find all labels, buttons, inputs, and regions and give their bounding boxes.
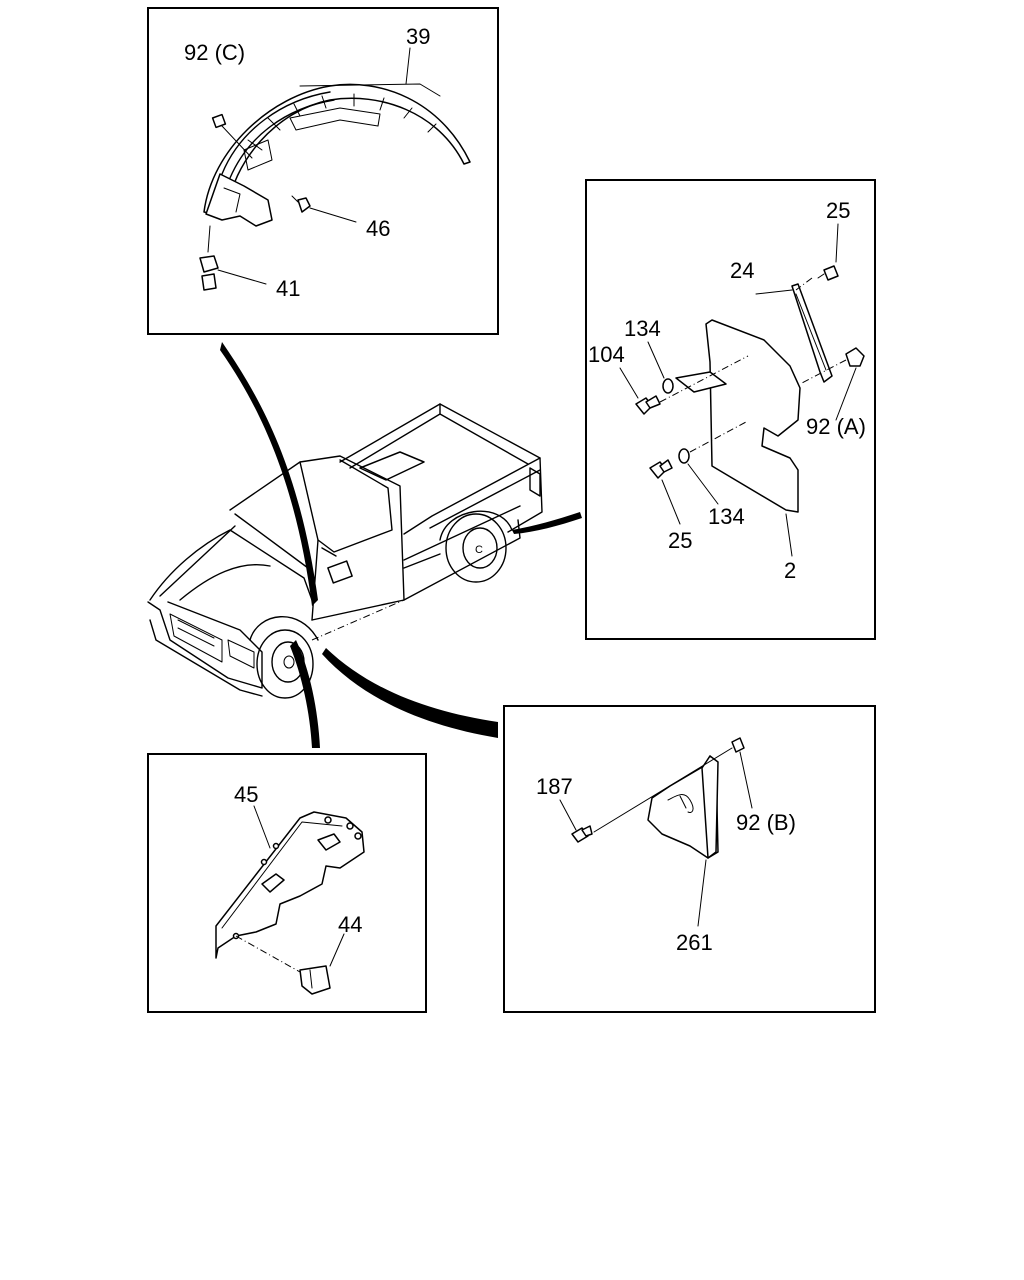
- label-2: 2: [784, 558, 796, 583]
- label-24: 24: [730, 258, 754, 283]
- panel-top-left: 92 (C) 39 46 41: [147, 7, 499, 335]
- label-25-lower: 25: [668, 528, 692, 553]
- washer-134-lower: [678, 448, 690, 464]
- bolt-25-lower: [649, 421, 747, 525]
- label-39: 39: [406, 24, 430, 49]
- clip-92b: [731, 737, 753, 809]
- label-261: 261: [676, 930, 713, 955]
- splash-shield-45: [215, 805, 365, 959]
- clip-41: [199, 225, 267, 291]
- svg-text:C: C: [475, 544, 483, 556]
- inner-fender-liner-39: [203, 83, 471, 227]
- screw-46: [291, 195, 357, 223]
- mud-flap-2: [675, 319, 801, 513]
- callout-arcs: [220, 342, 582, 748]
- bolt-25-top: [817, 223, 839, 281]
- label-92b: 92 (B): [736, 810, 796, 835]
- bolt-187: [559, 747, 733, 843]
- label-25-top: 25: [826, 198, 850, 223]
- label-45: 45: [234, 782, 258, 807]
- label-187: 187: [536, 774, 573, 799]
- panel-bottom-left: 45 44: [147, 753, 427, 1013]
- arc-to-bottom-left: [290, 640, 320, 748]
- label-104: 104: [588, 342, 625, 367]
- mud-guard-261: [647, 755, 719, 859]
- bracket-24: [791, 277, 833, 383]
- label-92a: 92 (A): [806, 414, 866, 439]
- washer-134-upper: [662, 378, 674, 394]
- label-92c: 92 (C): [184, 40, 245, 65]
- nut-92a: [799, 347, 865, 421]
- panel-bottom-right: 187 92 (B) 261: [503, 705, 876, 1013]
- bolt-104: [619, 341, 749, 415]
- pickup-truck-illustration: C: [147, 403, 543, 699]
- label-44: 44: [338, 912, 362, 937]
- label-46: 46: [366, 216, 390, 241]
- clip-44: [235, 933, 345, 995]
- label-41: 41: [276, 276, 300, 301]
- label-134-lower: 134: [708, 504, 745, 529]
- arc-to-bottom-right: [322, 648, 498, 738]
- clip-92c: [211, 113, 227, 129]
- arc-to-right: [512, 512, 582, 534]
- panel-right: 25 24 134 104 92 (A) 25 134 2: [585, 179, 876, 640]
- label-134-upper: 134: [624, 316, 661, 341]
